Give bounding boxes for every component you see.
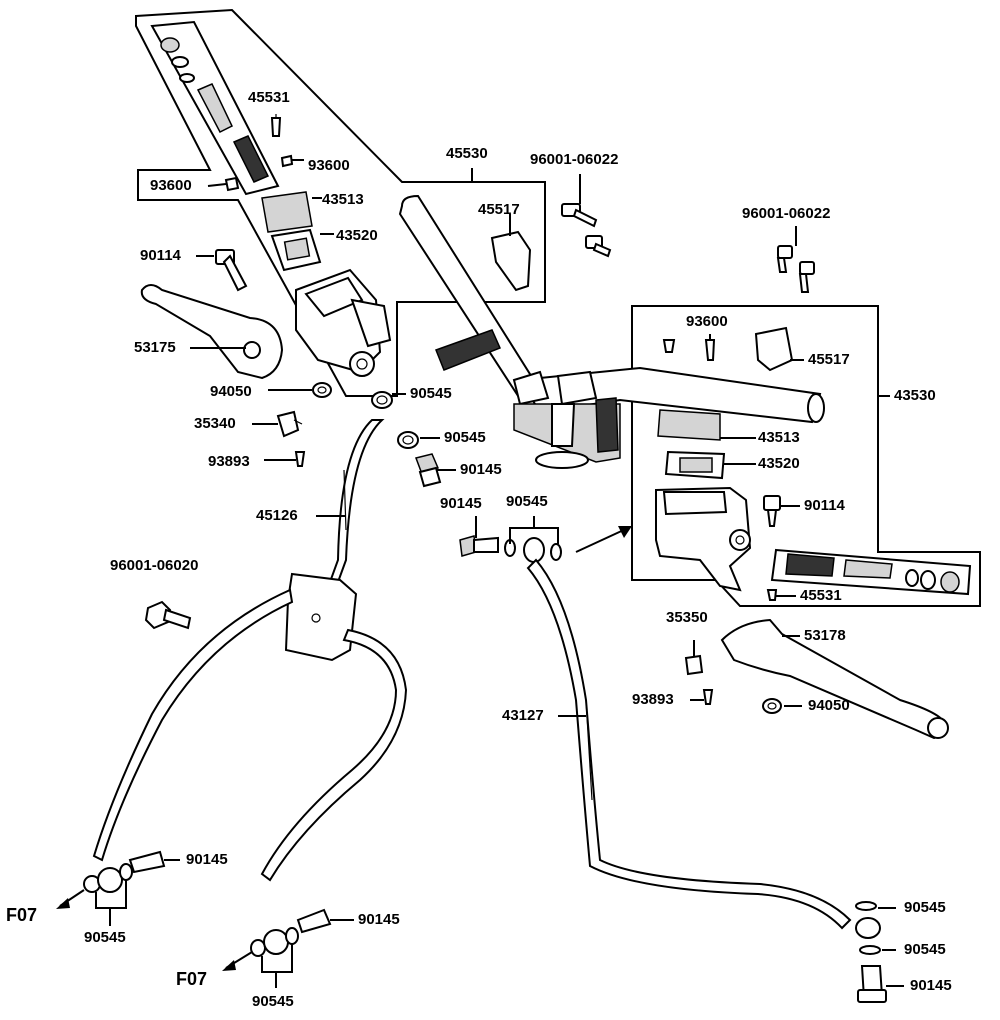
right-nut <box>762 698 782 714</box>
label-53175: 53175 <box>134 339 176 356</box>
right-switch <box>684 654 704 676</box>
label-90545-bottom-left-1: 90545 <box>84 929 126 946</box>
label-43513-left: 43513 <box>322 191 364 208</box>
hose-45126 <box>328 419 385 583</box>
label-45126: 45126 <box>256 507 298 524</box>
label-45517-left: 45517 <box>478 201 520 218</box>
label-43513-right: 43513 <box>758 429 800 446</box>
label-90545-a: 90545 <box>410 385 452 402</box>
washer-left-2 <box>397 431 419 449</box>
label-45531-top: 45531 <box>248 89 290 106</box>
label-90145-mid: 90145 <box>440 495 482 512</box>
washer-left-1 <box>371 391 393 409</box>
handlebar-bolts-a <box>561 203 612 258</box>
right-screw-93600 <box>662 339 676 353</box>
label-F07-b: F07 <box>176 969 208 989</box>
pointer-arrow <box>575 527 629 553</box>
banjo-group-middle <box>459 535 562 563</box>
caliper-fitting-lower-right <box>855 901 887 1003</box>
label-93600-top: 93600 <box>308 157 350 174</box>
label-90545-mid: 90545 <box>506 493 548 510</box>
label-45517-right: 45517 <box>808 351 850 368</box>
label-90145-bottom-left-1: 90145 <box>186 851 228 868</box>
label-96001-06022-a: 96001-06022 <box>530 151 619 168</box>
label-43530: 43530 <box>894 387 936 404</box>
label-90545-bottom-right-2: 90545 <box>904 941 946 958</box>
group-outline-43530 <box>631 305 981 607</box>
caliper-fitting-left <box>83 850 166 893</box>
handlebar-bolts-b <box>776 245 815 293</box>
label-90545-b: 90545 <box>444 429 486 446</box>
hose-branch-right <box>260 628 408 882</box>
label-F07-a: F07 <box>6 905 38 925</box>
banjo-bolt-left <box>415 453 442 488</box>
label-35350: 35350 <box>666 609 708 626</box>
caliper-fitting-right <box>250 908 332 957</box>
label-35340: 35340 <box>194 415 236 432</box>
label-90145-bottom-left-2: 90145 <box>358 911 400 928</box>
left-switch-screw <box>294 451 306 467</box>
label-90545-bottom-left-2: 90545 <box>252 993 294 1010</box>
right-cover-43513 <box>657 409 721 441</box>
group-outline-45530 <box>135 8 546 397</box>
leader-lines <box>95 114 904 988</box>
loose-bolt-96001-06020 <box>144 600 192 630</box>
left-cover-parts <box>224 117 322 272</box>
right-master-cylinder <box>655 486 752 592</box>
label-90114-left: 90114 <box>140 247 181 264</box>
left-nut <box>312 382 332 398</box>
handlebar <box>398 194 825 469</box>
label-45530: 45530 <box>446 145 488 162</box>
left-brake-lever <box>140 284 284 380</box>
label-96001-06020: 96001-06020 <box>110 557 199 574</box>
label-90145-bottom-right: 90145 <box>910 977 952 994</box>
label-94050-right: 94050 <box>808 697 850 714</box>
left-piston-kit <box>150 20 280 196</box>
label-43127: 43127 <box>502 707 544 724</box>
right-piston-kit <box>770 548 972 596</box>
label-93893-right: 93893 <box>632 691 674 708</box>
handlebar-clamp-right <box>754 326 794 372</box>
label-93600-right: 93600 <box>686 313 728 330</box>
left-master-cylinder <box>295 268 392 377</box>
label-43520-right: 43520 <box>758 455 800 472</box>
right-switch-screw <box>702 689 714 705</box>
label-45531-right: 45531 <box>800 587 842 604</box>
label-96001-06022-b: 96001-06022 <box>742 205 831 222</box>
label-90114-right: 90114 <box>804 497 845 514</box>
handlebar-clamp-left <box>490 230 532 292</box>
label-90145-a: 90145 <box>460 461 502 478</box>
label-43520-left: 43520 <box>336 227 378 244</box>
hose-junction-block <box>284 572 358 662</box>
label-93893-left: 93893 <box>208 453 250 470</box>
hose-branch-left <box>92 588 294 862</box>
label-93600-left: 93600 <box>150 177 192 194</box>
right-pivot-bolt <box>763 495 781 511</box>
label-53178: 53178 <box>804 627 846 644</box>
left-switch <box>276 410 300 438</box>
label-90545-bottom-right-1: 90545 <box>904 899 946 916</box>
left-pivot-bolt <box>215 249 248 292</box>
hose-43127 <box>526 558 852 930</box>
label-94050-left: 94050 <box>210 383 252 400</box>
